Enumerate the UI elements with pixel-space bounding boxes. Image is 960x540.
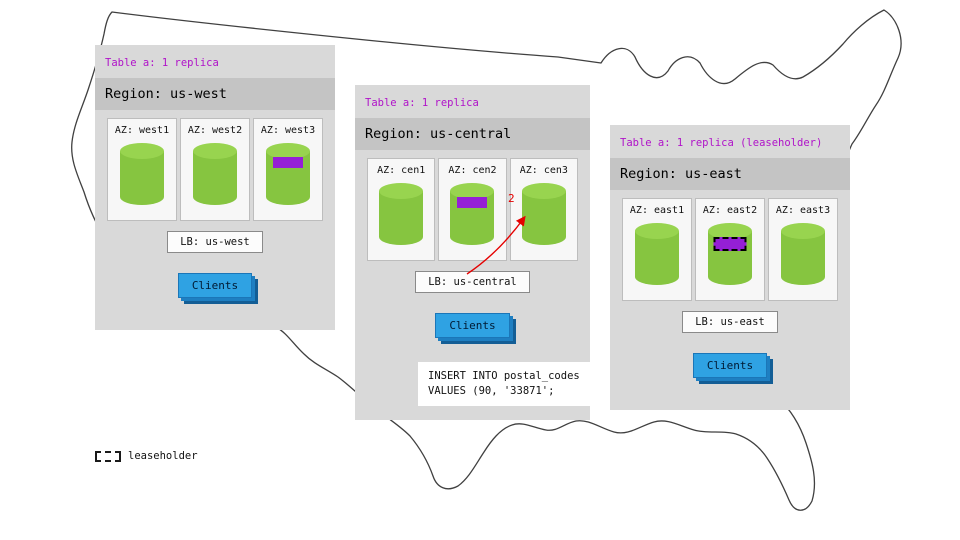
leaseholder-replica-marker — [713, 237, 747, 251]
database-icon — [623, 220, 691, 286]
region-panel-us-east: Table a: 1 replica (leaseholder) Region:… — [610, 125, 850, 410]
table-replica-caption: Table a: 1 replica (leaseholder) — [620, 137, 823, 149]
az-label: AZ: west3 — [260, 125, 316, 136]
leaseholder-swatch-icon — [95, 450, 121, 462]
az-label: AZ: east1 — [629, 205, 685, 216]
az-label: AZ: east3 — [775, 205, 831, 216]
az-label: AZ: cen2 — [448, 165, 497, 176]
legend: leaseholder — [95, 450, 198, 462]
replica-marker — [457, 197, 488, 208]
table-replica-caption: Table a: 1 replica — [105, 57, 219, 69]
database-icon — [511, 180, 577, 246]
database-icon — [439, 180, 505, 246]
sql-insert-statement: INSERT INTO postal_codes VALUES (90, '33… — [418, 362, 590, 406]
clients-button: Clients — [692, 353, 768, 378]
region-title: Region: us-central — [355, 118, 590, 150]
az-group: AZ: west1 AZ: west2 AZ: west3 — [107, 118, 323, 221]
database-icon — [254, 140, 322, 206]
az-box: AZ: east1 — [622, 198, 692, 301]
az-box: AZ: cen1 — [367, 158, 436, 261]
database-icon — [108, 140, 176, 206]
az-label: AZ: west1 — [114, 125, 170, 136]
legend-label: leaseholder — [128, 450, 198, 462]
load-balancer-label: LB: us-west — [167, 231, 263, 253]
replica-marker — [273, 157, 303, 168]
az-box: AZ: east2 — [695, 198, 765, 301]
database-icon — [368, 180, 434, 246]
az-box: AZ: cen3 — [509, 158, 578, 261]
clients-button: Clients — [435, 313, 510, 338]
database-icon — [181, 140, 249, 206]
load-balancer-label: LB: us-central — [415, 271, 530, 293]
az-box: AZ: east3 — [768, 198, 838, 301]
step-number: 2 — [508, 192, 515, 205]
az-label: AZ: east2 — [702, 205, 758, 216]
region-panel-us-central: Table a: 1 replica Region: us-central AZ… — [355, 85, 590, 420]
az-label: AZ: cen1 — [377, 165, 426, 176]
az-box: AZ: west3 — [253, 118, 323, 221]
az-box: AZ: west2 — [180, 118, 250, 221]
region-title: Region: us-west — [95, 78, 335, 110]
region-title: Region: us-east — [610, 158, 850, 190]
az-box: AZ: west1 — [107, 118, 177, 221]
table-replica-caption: Table a: 1 replica — [365, 97, 479, 109]
az-box: AZ: cen2 — [438, 158, 507, 261]
az-group: AZ: cen1 AZ: cen2 AZ: cen3 — [367, 158, 578, 261]
az-label: AZ: west2 — [187, 125, 243, 136]
database-icon — [696, 220, 764, 286]
clients-button: Clients — [177, 273, 253, 298]
load-balancer-label: LB: us-east — [682, 311, 778, 333]
region-panel-us-west: Table a: 1 replica Region: us-west AZ: w… — [95, 45, 335, 330]
az-label: AZ: cen3 — [519, 165, 568, 176]
az-group: AZ: east1 AZ: east2 AZ: east3 — [622, 198, 838, 301]
database-icon — [769, 220, 837, 286]
